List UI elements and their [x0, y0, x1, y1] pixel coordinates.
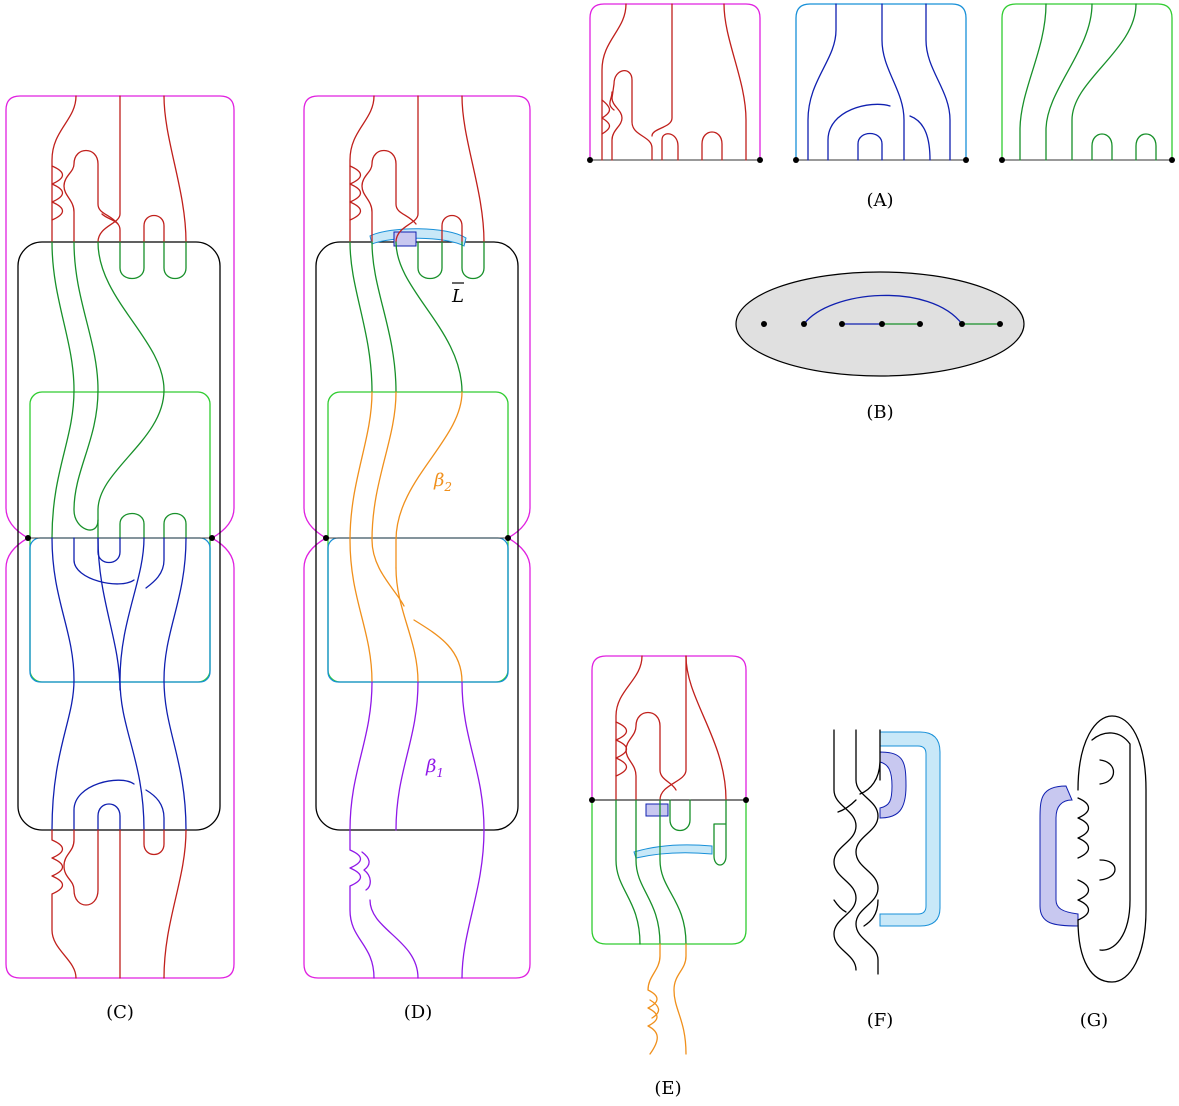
panel-f: (F) [833, 729, 941, 1031]
green-strands [51, 241, 187, 539]
panel-e: (E) [589, 655, 749, 1099]
cyan-box [327, 537, 509, 683]
panel-a-label: (A) [866, 190, 893, 211]
magenta-box-bottom [303, 537, 531, 979]
lime-box [591, 799, 747, 945]
magenta-box-top [303, 95, 531, 539]
panel-f-label: (F) [867, 1010, 894, 1031]
panel-b-label: (B) [866, 402, 893, 423]
panel-g-label: (G) [1080, 1010, 1108, 1031]
orange-strands [349, 391, 463, 683]
panel-d-label: (D) [404, 1002, 432, 1023]
dark-band [645, 803, 669, 817]
blue-arc [803, 294, 963, 325]
green-strands [349, 241, 485, 393]
black-knot [1077, 715, 1147, 983]
green-strands [615, 799, 727, 945]
lime-box [327, 391, 509, 683]
panel-a-box-1 [587, 3, 763, 163]
red-strands-top [51, 95, 187, 243]
green-strands [1019, 3, 1157, 161]
dark-band [393, 231, 417, 247]
marked-point [589, 797, 595, 803]
panel-b: (B) [735, 271, 1025, 423]
purple-strands [349, 681, 485, 979]
boundary-box [589, 3, 761, 161]
black-strands [833, 729, 881, 975]
red-strands [601, 3, 747, 161]
black-box [315, 241, 519, 831]
red-strands-top [349, 95, 485, 243]
panel-c-label: (C) [106, 1002, 134, 1023]
marked-point [323, 535, 329, 541]
orange-strands [647, 943, 687, 1055]
blue-strands [807, 3, 951, 161]
cyan-box [29, 537, 211, 683]
panel-g: (G) [1039, 715, 1147, 1031]
panel-d: L β2 β1 (D) [303, 95, 531, 1023]
marked-point [209, 535, 215, 541]
panel-a: (A) [587, 3, 1175, 211]
beta1-label: β1 [425, 756, 444, 780]
marked-point [25, 535, 31, 541]
panel-e-label: (E) [654, 1078, 681, 1099]
link-label: L [451, 286, 464, 307]
light-band [633, 844, 713, 859]
blue-strands [51, 537, 187, 831]
red-strands-bottom [51, 829, 187, 979]
dark-band [1039, 785, 1079, 927]
marked-point [743, 797, 749, 803]
panel-c: (C) [5, 95, 235, 1023]
black-box [17, 241, 221, 831]
marked-point [793, 157, 799, 163]
red-strands [615, 655, 727, 801]
marked-point [757, 157, 763, 163]
marked-point [505, 535, 511, 541]
panel-a-box-3 [999, 3, 1175, 163]
panel-a-box-2 [793, 3, 969, 163]
dark-band [879, 751, 907, 819]
boundary-box [1001, 3, 1173, 161]
magenta-box [591, 655, 747, 801]
marked-point [1169, 157, 1175, 163]
beta2-label: β2 [433, 470, 452, 494]
marked-points [761, 321, 1003, 327]
boundary-box [795, 3, 967, 161]
marked-point [999, 157, 1005, 163]
marked-point [963, 157, 969, 163]
light-band [879, 731, 941, 927]
marked-point [587, 157, 593, 163]
